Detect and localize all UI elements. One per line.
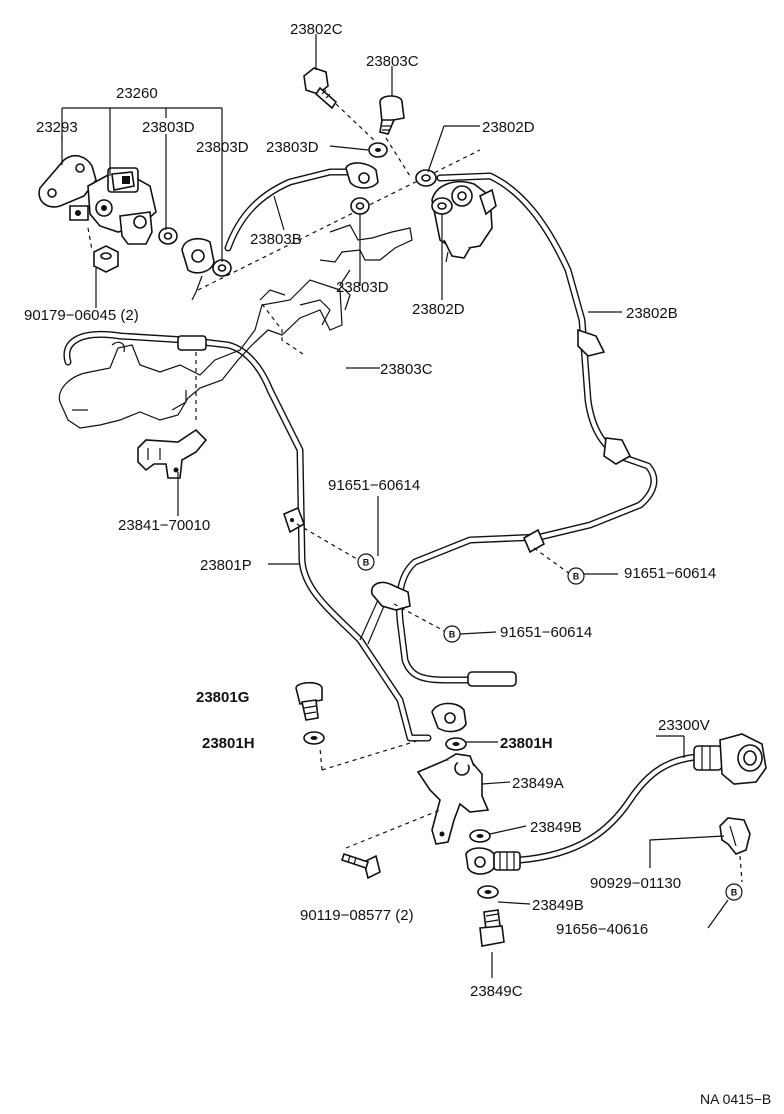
installation-lines	[261, 303, 571, 633]
label-23801H-left: 23801H	[202, 735, 255, 752]
brackets-clamps	[137, 328, 751, 883]
figure-code: NA 0415−B	[700, 1091, 771, 1107]
callout-b-marker: B	[725, 883, 743, 901]
part-labels: 23802C 23803C 23260 23293 23803D 23803D …	[24, 21, 771, 1107]
label-23803B: 23803B	[250, 231, 302, 248]
label-23803C-mid: 23803C	[380, 361, 433, 378]
svg-text:B: B	[573, 572, 580, 582]
label-91656: 91656−40616	[556, 921, 648, 938]
svg-text:B: B	[363, 558, 370, 568]
svg-text:B: B	[449, 630, 456, 640]
callout-b-marker: B	[357, 553, 375, 571]
leader-lines	[61, 34, 729, 978]
label-23300V: 23300V	[658, 717, 710, 734]
label-23801H-right: 23801H	[500, 735, 553, 752]
vsv-assembly-23260	[38, 154, 232, 301]
label-90929: 90929−01130	[590, 875, 681, 892]
label-91651-c: 91651−60614	[500, 624, 592, 641]
label-23849C: 23849C	[470, 983, 523, 1000]
label-23841: 23841−70010	[118, 517, 210, 534]
label-23260: 23260	[116, 85, 158, 102]
callout-b-marker: B	[567, 567, 585, 585]
label-23803D-a: 23803D	[142, 119, 195, 136]
label-91651-b: 91651−60614	[624, 565, 716, 582]
callout-b-marker: B	[443, 625, 461, 643]
svg-text:B: B	[731, 888, 738, 898]
label-23803D-c: 23803D	[266, 139, 319, 156]
lower-fittings	[295, 681, 767, 947]
label-23849B-a: 23849B	[530, 819, 582, 836]
label-23803D-d: 23803D	[336, 279, 389, 296]
label-23802C: 23802C	[290, 21, 343, 38]
fuel-filter-23802	[415, 169, 497, 263]
label-23293: 23293	[36, 119, 78, 136]
label-90119: 90119−08577 (2)	[300, 907, 414, 924]
label-91651-a: 91651−60614	[328, 477, 420, 494]
label-23801G: 23801G	[196, 689, 249, 706]
label-23802D-a: 23802D	[482, 119, 535, 136]
fuel-pipes	[63, 168, 700, 866]
label-90179: 90179−06045 (2)	[24, 307, 139, 324]
label-23849A: 23849A	[512, 775, 564, 792]
top-fittings	[303, 67, 411, 215]
callout-b-markers: B B B B	[357, 553, 743, 901]
label-23849B-b: 23849B	[532, 897, 584, 914]
label-23803C-top: 23803C	[366, 53, 419, 70]
label-23802B: 23802B	[626, 305, 678, 322]
engine-outline	[58, 224, 413, 429]
label-23802D-b: 23802D	[412, 301, 465, 318]
label-23803D-b: 23803D	[196, 139, 249, 156]
label-23801P: 23801P	[200, 557, 252, 574]
